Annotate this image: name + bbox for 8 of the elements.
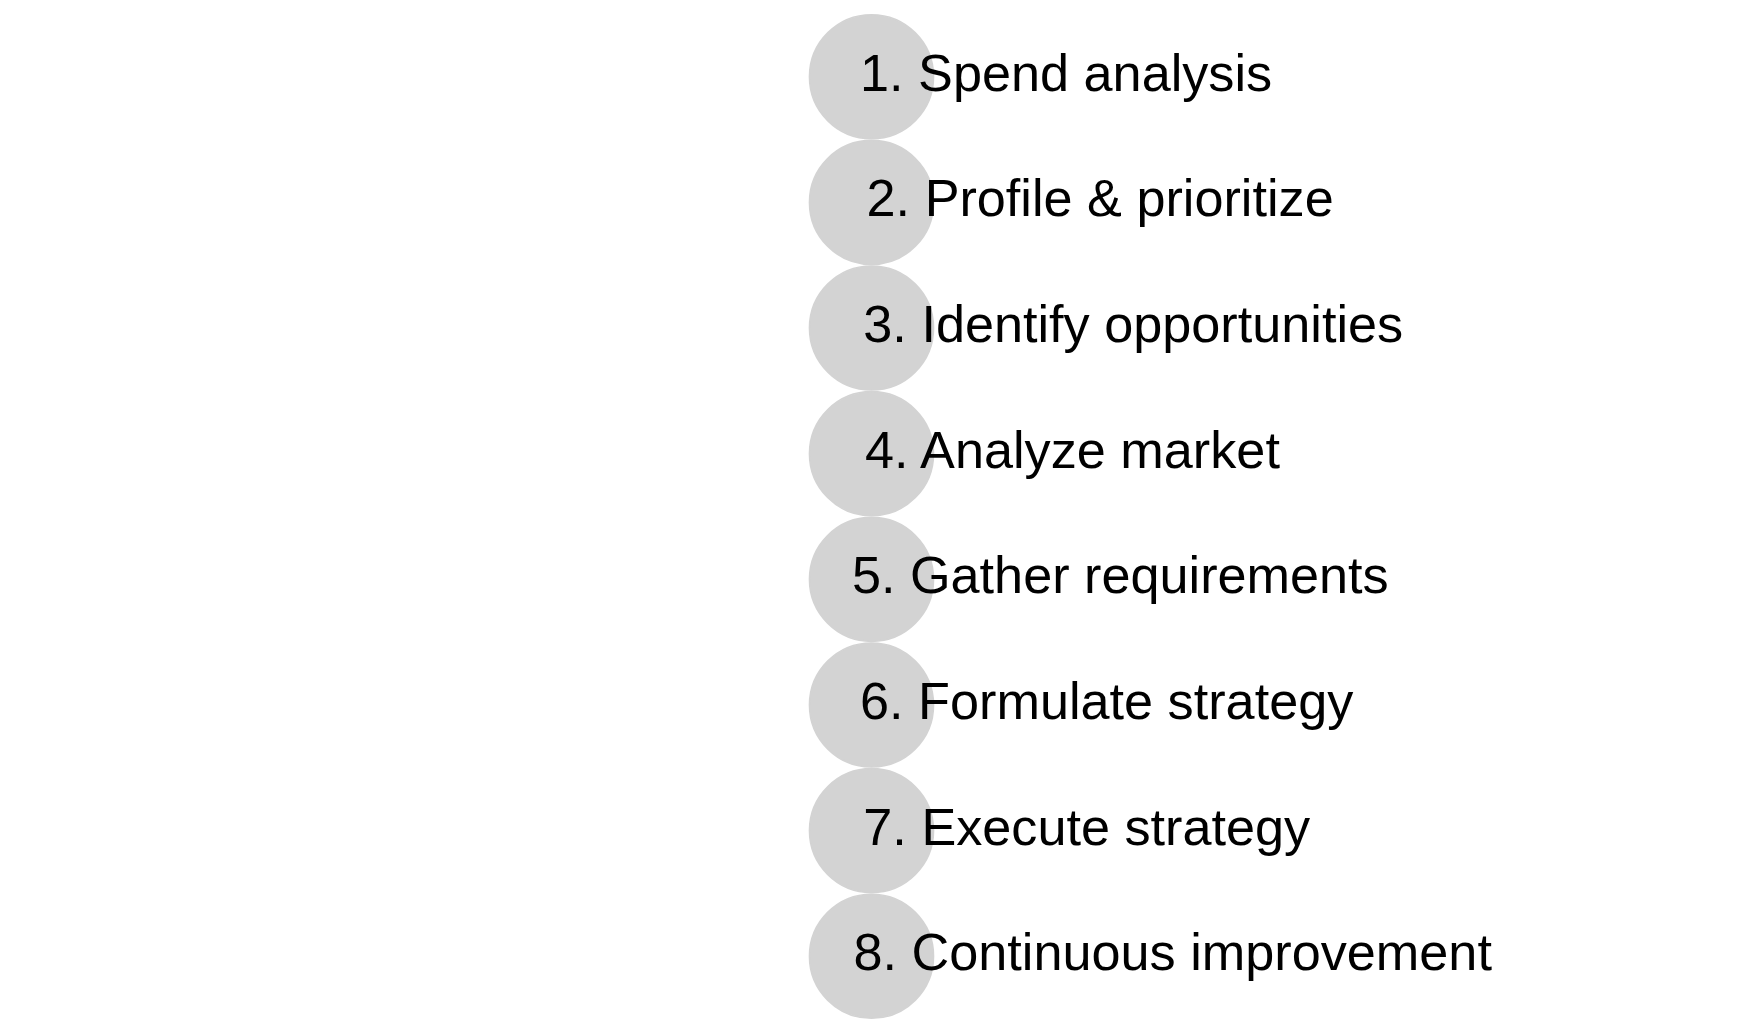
node-label: 2. Profile & prioritize <box>866 169 1334 228</box>
node-label: 4. Analyze market <box>864 420 1280 479</box>
node-label: 7. Execute strategy <box>863 797 1311 856</box>
node-label: 3. Identify opportunities <box>863 295 1404 354</box>
node-label: 8. Continuous improvement <box>853 923 1492 982</box>
node-label: 1. Spend analysis <box>860 43 1273 102</box>
node-label: 6. Formulate strategy <box>860 672 1354 730</box>
node-label: 5. Gather requirements <box>851 546 1389 605</box>
